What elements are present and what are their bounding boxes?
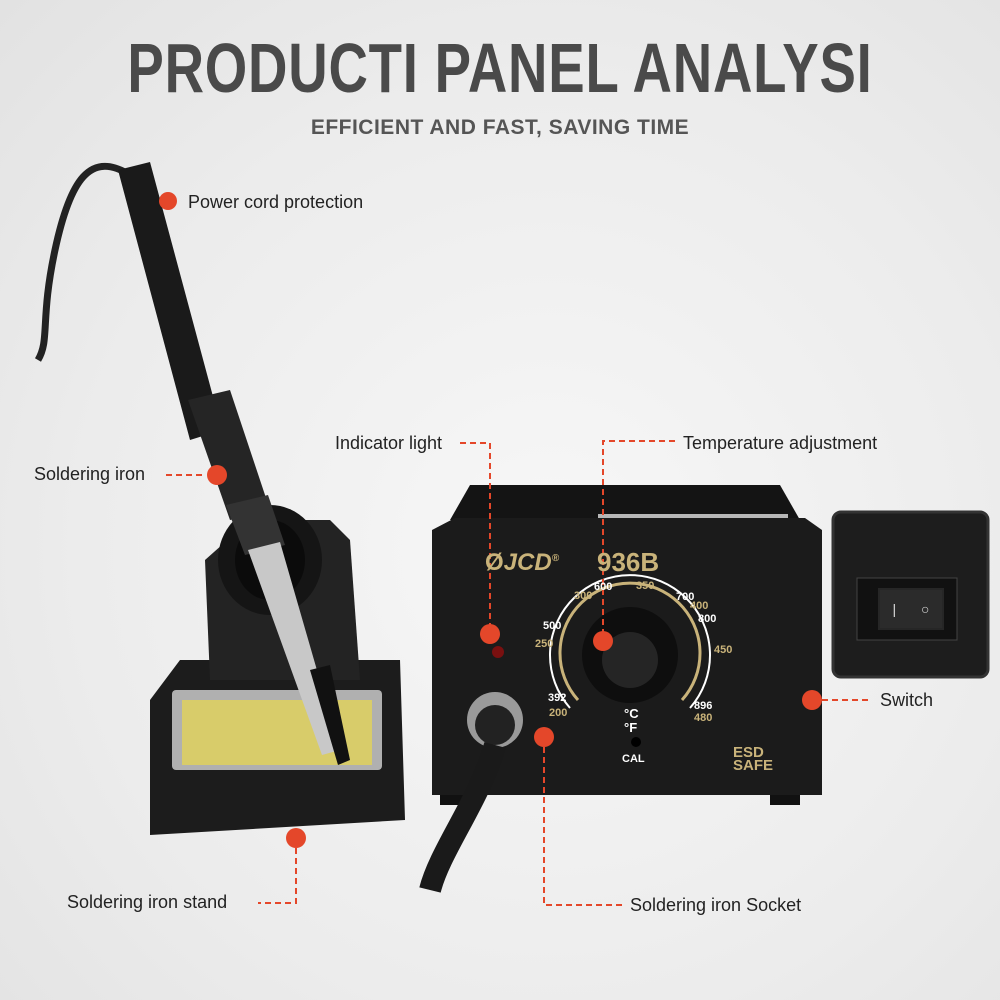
label-soldering-iron-stand: Soldering iron stand (67, 892, 228, 912)
label-temperature-adjustment: Temperature adjustment (683, 433, 878, 453)
brand-logo: ØJCD® (485, 549, 560, 576)
rocker-switch[interactable]: |○ (880, 590, 942, 628)
scale-f-896: 896 (694, 700, 713, 712)
scale-c-450: 450 (714, 644, 733, 656)
scale-c-350: 350 (636, 580, 655, 592)
soldering-iron (118, 162, 350, 765)
callout-lines (159, 192, 870, 906)
model-number: 936B (597, 547, 660, 577)
indicator-light (492, 646, 504, 658)
scale-c-400: 400 (690, 600, 709, 612)
label-power-cord-protection: Power cord protection (188, 192, 364, 212)
cal-label: CAL (622, 753, 645, 765)
page-title: PRODUCTI PANEL ANALYSI (127, 29, 873, 107)
scale-c-250: 250 (535, 638, 554, 650)
cal-hole (631, 737, 641, 747)
scale-c-200: 200 (549, 707, 568, 719)
power-cord-dot (159, 192, 177, 210)
switch-on-icon: | (892, 601, 897, 617)
label-switch: Switch (880, 690, 934, 710)
label-soldering-iron-socket: Soldering iron Socket (630, 895, 802, 915)
scale-c-300: 300 (574, 590, 593, 602)
unit-celsius: °C (624, 706, 639, 721)
scale-f-600: 600 (594, 581, 613, 593)
label-soldering-iron: Soldering iron (34, 464, 146, 484)
iron-cord (34, 162, 132, 362)
soldering-station (419, 485, 822, 894)
unit-fahrenheit: °F (624, 720, 638, 735)
scale-f-500: 500 (543, 620, 562, 632)
switch-off-icon: ○ (921, 601, 930, 617)
page-subtitle: EFFICIENT AND FAST, SAVING TIME (310, 116, 690, 139)
scale-f-800: 800 (698, 613, 717, 625)
label-indicator-light: Indicator light (335, 433, 443, 453)
scale-c-480: 480 (694, 712, 713, 724)
scale-f-392: 392 (548, 692, 567, 704)
scale-f-700: 700 (676, 591, 695, 603)
